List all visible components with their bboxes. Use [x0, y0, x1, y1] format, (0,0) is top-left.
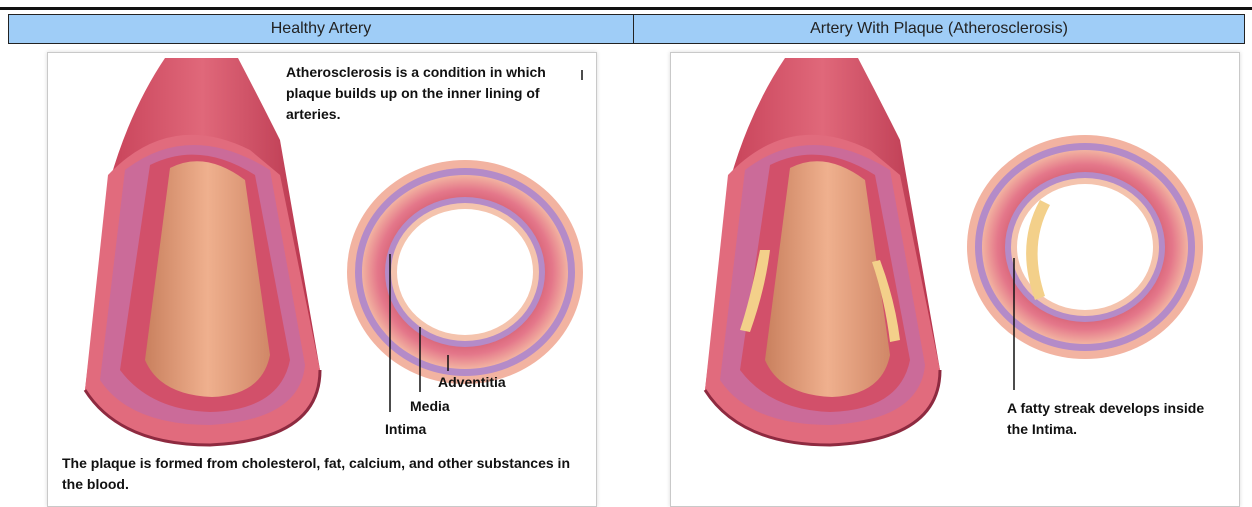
- media-label: Media: [410, 396, 450, 417]
- plaque-composition-caption: The plaque is formed from cholesterol, f…: [62, 453, 582, 495]
- adventitia-label: Adventitia: [438, 372, 506, 393]
- intima-label: Intima: [385, 419, 426, 440]
- fatty-streak-annotation: A fatty streak develops inside the Intim…: [1007, 398, 1207, 440]
- atherosclerosis-description: Atherosclerosis is a condition in which …: [286, 62, 586, 125]
